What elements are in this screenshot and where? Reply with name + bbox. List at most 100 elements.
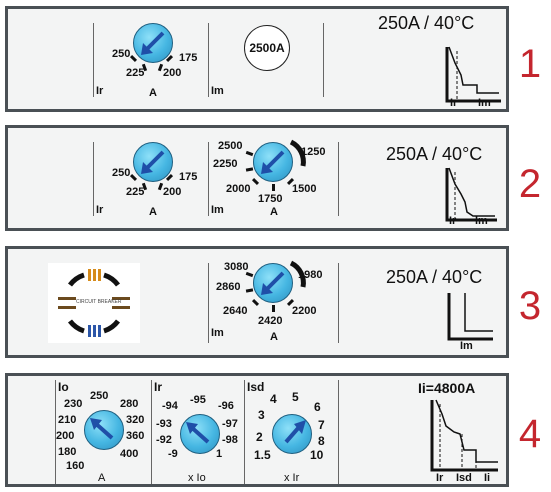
dial-value: 200 — [163, 67, 182, 79]
dial-value: 230 — [64, 398, 83, 410]
arrow-icon — [261, 150, 285, 174]
breaker-logo-icon — [58, 269, 130, 337]
unit-label: A — [270, 206, 278, 218]
im-label: Im — [211, 327, 224, 339]
dial-value: 175 — [179, 52, 198, 64]
divider — [93, 142, 94, 216]
dial-value: 180 — [58, 446, 77, 458]
dial-value: 8 — [318, 434, 325, 448]
divider — [208, 23, 209, 97]
unit-label: A — [98, 472, 106, 484]
curve-label-ir: Ir — [436, 472, 444, 484]
im-label: Im — [211, 204, 224, 216]
curve-label-isd: Isd — [456, 472, 472, 484]
arrow-icon — [284, 420, 306, 444]
trip-curve-icon — [445, 46, 501, 103]
trip-curve-icon — [445, 167, 497, 222]
unit-label: A — [149, 87, 157, 99]
dial-value: 2250 — [213, 158, 238, 170]
dial-value: 210 — [58, 414, 77, 426]
ir-label: Ir — [96, 204, 104, 216]
divider — [208, 263, 209, 343]
dial-value: 360 — [126, 430, 145, 442]
dial-value: -94 — [162, 400, 178, 412]
unit-label: x Ir — [284, 472, 300, 484]
ir-label: Ir — [154, 380, 163, 394]
dial-value: 225 — [126, 186, 145, 198]
rating-label: 250A / 40°C — [386, 267, 483, 287]
dial-value: -92 — [156, 434, 172, 446]
rating-label: 250A / 40°C — [378, 13, 475, 33]
dial-value: 1750 — [258, 193, 283, 205]
panel-3: CIRCUIT BREAKER 3080 1980 2860 2640 2200… — [5, 246, 509, 358]
dial-value: 3080 — [224, 261, 249, 273]
dial-value: 2 — [256, 430, 263, 444]
divider — [323, 23, 324, 97]
unit-label: A — [270, 331, 278, 343]
dial-value: 225 — [126, 67, 145, 79]
logo-text: CIRCUIT BREAKER — [76, 299, 122, 305]
ir-dial-knob[interactable] — [180, 414, 220, 454]
panel-number-4: 4 — [518, 412, 542, 456]
dial-value: 175 — [179, 171, 198, 183]
im-label: Im — [211, 85, 224, 97]
dial-value: 1250 — [301, 146, 326, 158]
dial-value: 3 — [258, 408, 265, 422]
divider — [338, 380, 339, 484]
panel-1: 250 175 225 200 Ir A 2500A Im 250A / 40°… — [5, 6, 509, 112]
dial-value: -97 — [222, 418, 238, 430]
trip-curve-icon — [430, 399, 498, 472]
arrow-icon — [141, 31, 165, 55]
divider — [93, 23, 94, 97]
divider — [338, 263, 339, 343]
ir-dial-knob[interactable] — [133, 142, 173, 182]
curve-label-ir: Ir — [449, 215, 457, 227]
isd-dial-knob[interactable] — [272, 414, 312, 454]
dial-value: 7 — [318, 418, 325, 432]
rating-label: 250A / 40°C — [386, 144, 483, 164]
dial-value: 200 — [163, 186, 182, 198]
panel-2: 250 175 225 200 Ir A 2500 1250 2250 2000… — [5, 125, 509, 231]
io-dial-knob[interactable] — [84, 410, 124, 450]
dial-value: 10 — [310, 448, 324, 462]
unit-label: A — [149, 206, 157, 218]
dial-value: 1500 — [292, 183, 317, 195]
dial-value: 280 — [120, 398, 139, 410]
panel-4: Io 250 230 280 210 320 200 360 180 400 1… — [5, 373, 509, 487]
trip-curve-icon — [447, 293, 493, 341]
dial-value: 1.5 — [254, 448, 271, 462]
dial-value: -96 — [218, 400, 234, 412]
dial-value: -95 — [190, 394, 206, 406]
im-dial-knob[interactable] — [253, 142, 293, 182]
range-arc-icon — [289, 260, 306, 288]
panel-number-2: 2 — [518, 162, 542, 206]
breaker-logo: CIRCUIT BREAKER — [48, 263, 140, 343]
dial-value: 160 — [66, 460, 85, 472]
dial-value: 2420 — [258, 315, 283, 327]
im-dial-knob[interactable] — [253, 263, 293, 303]
curve-label-ii: Ii — [484, 472, 491, 484]
dial-value: 2860 — [216, 281, 241, 293]
dial-value: 250 — [112, 167, 131, 179]
ii-rating-label: Ii=4800A — [418, 380, 476, 396]
dial-value: 400 — [120, 448, 139, 460]
arrow-icon — [261, 271, 285, 295]
dial-value: 2640 — [223, 305, 248, 317]
divider — [338, 142, 339, 216]
curve-label-im: Im — [475, 215, 488, 227]
dial-value: -93 — [156, 418, 172, 430]
isd-label: Isd — [247, 380, 265, 394]
panel-number-1: 1 — [518, 42, 542, 86]
dial-value: -98 — [222, 434, 238, 446]
arrow-icon — [186, 422, 210, 444]
dial-value: 6 — [314, 400, 321, 414]
panel-number-3: 3 — [518, 284, 542, 328]
divider — [208, 142, 209, 216]
dial-value: 2000 — [226, 183, 251, 195]
dial-value: 320 — [126, 414, 145, 426]
dial-value: 250 — [90, 390, 109, 402]
arrow-icon — [90, 418, 114, 440]
ir-dial-knob[interactable] — [133, 23, 173, 63]
dial-value: 2200 — [292, 305, 317, 317]
io-label: Io — [58, 380, 69, 394]
